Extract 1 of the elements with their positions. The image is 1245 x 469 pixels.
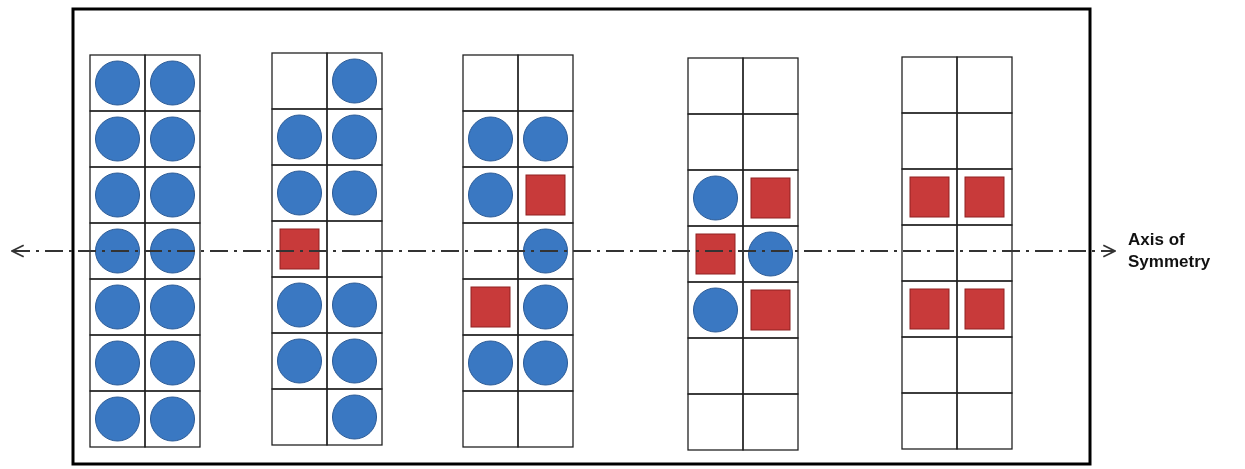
axis-label: Axis of Symmetry xyxy=(1128,229,1212,273)
